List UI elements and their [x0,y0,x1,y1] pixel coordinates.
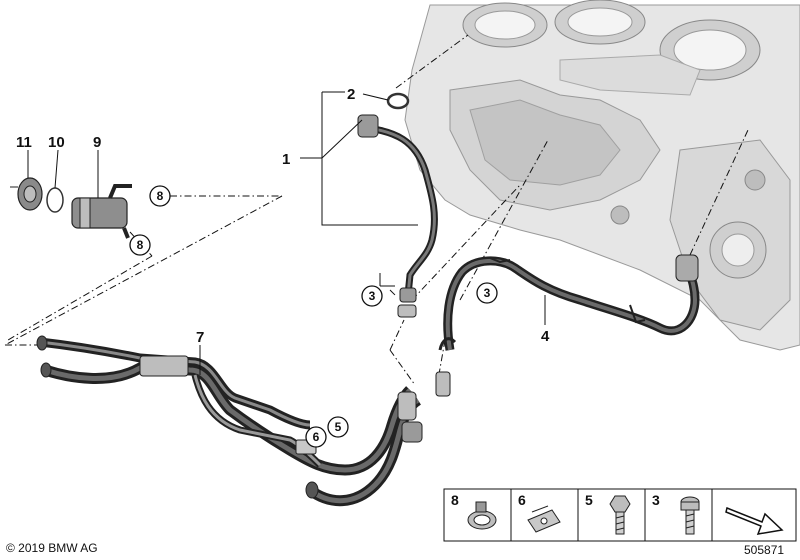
circled-ref-8-upper: 8 [149,185,171,207]
part-label-2: 2 [347,86,355,103]
circled-ref-6: 6 [305,426,327,448]
svg-text:3: 3 [484,286,491,300]
svg-text:8: 8 [137,238,144,252]
circled-ref-5: 5 [327,416,349,438]
legend-item-6: 6 [518,492,561,533]
label-leaders [27,91,546,375]
svg-text:8: 8 [451,492,459,508]
svg-text:5: 5 [585,492,593,508]
clip-nut-icon [527,505,561,533]
hex-bolt-icon [609,495,631,535]
coolant-line-assembly-7 [36,335,457,507]
engine-block [404,0,800,351]
legend-item-3: 3 [652,492,700,535]
o-ring-seal [386,92,410,110]
circled-references: 8 8 3 3 6 5 [129,185,498,448]
svg-text:8: 8 [157,189,164,203]
part-label-9: 9 [93,134,101,151]
small-parts-legend: 8 6 5 3 [443,488,797,542]
legend-item-5: 5 [585,492,631,535]
svg-text:6: 6 [313,430,320,444]
svg-text:5: 5 [335,420,342,434]
legend-item-8: 8 [451,492,497,530]
svg-text:6: 6 [518,492,526,508]
part-label-7: 7 [196,329,204,346]
svg-text:3: 3 [652,492,660,508]
coolant-hose-4 [443,254,700,351]
part-label-10: 10 [48,134,65,151]
direction-arrow-icon [725,506,784,535]
svg-text:3: 3 [369,289,376,303]
torx-screw-icon [680,496,700,535]
part-label-11: 11 [16,134,32,151]
circled-ref-3-right: 3 [476,282,498,304]
diagram-number: 505871 [744,543,785,557]
part-label-4: 4 [541,328,550,345]
part-labels: 1 2 4 7 9 10 11 [16,86,550,346]
coolant-pipe-upper [357,114,438,318]
circled-ref-8-lower: 8 [129,234,151,256]
part-label-1: 1 [282,151,290,168]
electric-pump-assembly [10,177,132,239]
hose-clamp-icon [467,501,497,530]
circled-ref-3-left: 3 [361,285,383,307]
copyright-notice: © 2019 BMW AG [6,541,98,555]
